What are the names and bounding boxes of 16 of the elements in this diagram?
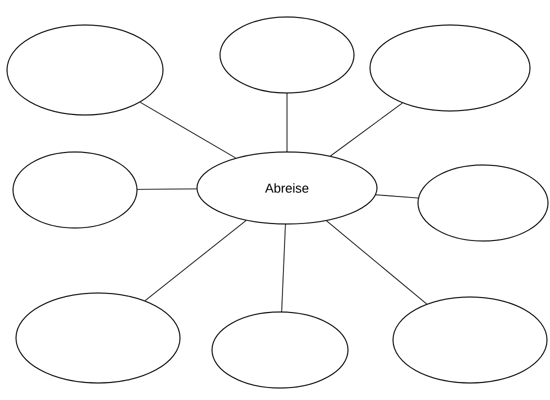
- connector-line: [330, 102, 403, 156]
- empty-ellipse: [418, 164, 548, 242]
- connector-line: [326, 220, 428, 304]
- connector-line: [137, 188, 197, 190]
- connector-line: [144, 220, 246, 302]
- empty-ellipse: [16, 292, 180, 384]
- empty-ellipse: [12, 152, 138, 228]
- empty-ellipse: [220, 16, 354, 94]
- connector-line: [376, 194, 418, 198]
- empty-ellipse: [6, 24, 164, 116]
- empty-ellipse: [212, 312, 348, 388]
- empty-ellipse: [392, 296, 548, 384]
- connector-line: [140, 102, 236, 158]
- connector-line: [286, 93, 288, 152]
- empty-ellipse: [370, 24, 530, 112]
- connector-line: [281, 224, 286, 312]
